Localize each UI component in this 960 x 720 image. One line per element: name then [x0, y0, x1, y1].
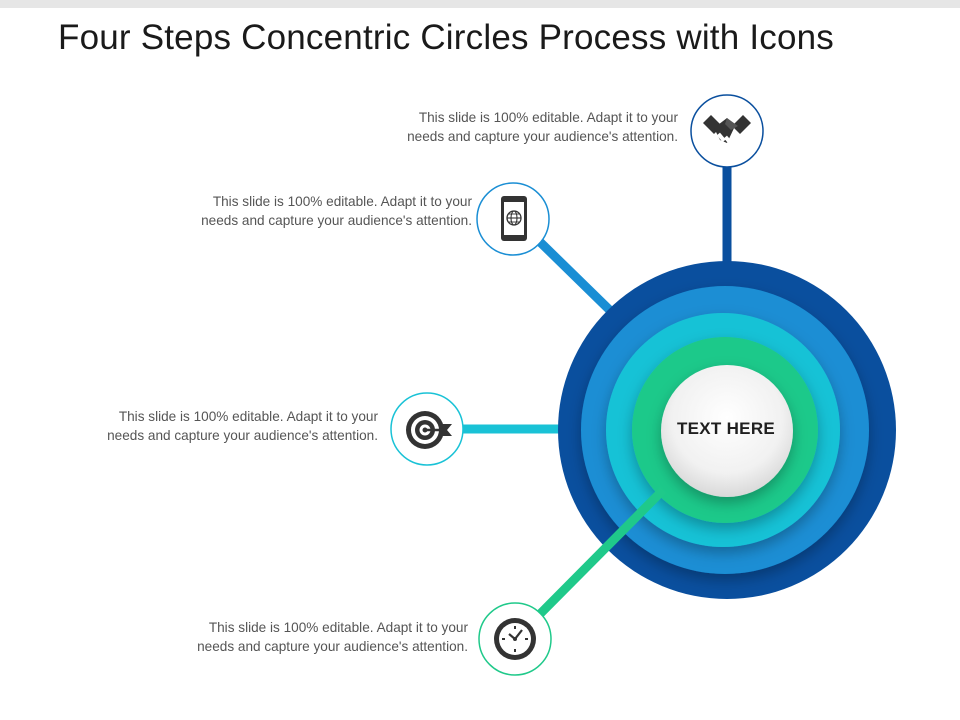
step-3-description: This slide is 100% editable. Adapt it to… [48, 407, 378, 445]
step-1-text-line-2: needs and capture your audience's attent… [407, 129, 678, 144]
slide-title: Four Steps Concentric Circles Process wi… [58, 18, 834, 57]
step-2-text-line-1: This slide is 100% editable. Adapt it to… [212, 194, 472, 209]
step-1-text-line-1: This slide is 100% editable. Adapt it to… [418, 110, 678, 125]
step-4-description: This slide is 100% editable. Adapt it to… [138, 618, 468, 656]
smartphone-globe-icon [501, 196, 527, 241]
step-3-text-line-1: This slide is 100% editable. Adapt it to… [118, 409, 378, 424]
connector-line-step-4 [536, 486, 667, 618]
icon-circle-step-3 [390, 392, 464, 466]
icon-circle-step-2 [476, 182, 550, 256]
step-2-text-line-2: needs and capture your audience's attent… [201, 213, 472, 228]
center-label: TEXT HERE [676, 419, 776, 438]
step-4-text-line-2: needs and capture your audience's attent… [197, 639, 468, 654]
handshake-icon [703, 115, 751, 145]
icon-circle-step-4 [478, 602, 552, 676]
target-arrow-icon [406, 411, 452, 449]
step-2-description: This slide is 100% editable. Adapt it to… [142, 192, 472, 230]
step-3-text-line-2: needs and capture your audience's attent… [107, 428, 378, 443]
icon-circle-step-1 [690, 94, 764, 168]
step-4-text-line-1: This slide is 100% editable. Adapt it to… [208, 620, 468, 635]
center-circle [661, 365, 793, 497]
step-1-description: This slide is 100% editable. Adapt it to… [348, 108, 678, 146]
clock-icon [494, 618, 536, 660]
top-bar [0, 0, 960, 8]
